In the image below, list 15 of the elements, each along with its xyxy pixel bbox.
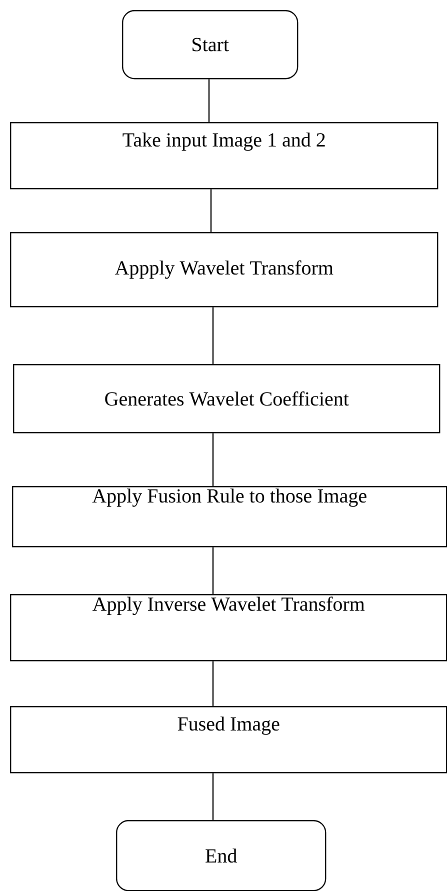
terminal-box: Start [122,10,298,80]
process-box: Generates Wavelet Coefficient [13,364,440,434]
process-box: Apply Fusion Rule to those Image [12,486,447,548]
connector-line [212,547,214,594]
connector-line [212,661,214,706]
process-box: Fused Image [10,706,447,774]
process-box: Appply Wavelet Transform [10,232,438,308]
connector-line [210,189,212,232]
terminal-box: End [116,820,326,891]
process-box: Apply Inverse Wavelet Transform [10,594,447,662]
process-box: Take input Image 1 and 2 [10,122,438,190]
connector-line [212,433,214,486]
connector-line [212,307,214,364]
connector-line [212,773,214,820]
connector-line [208,79,210,122]
